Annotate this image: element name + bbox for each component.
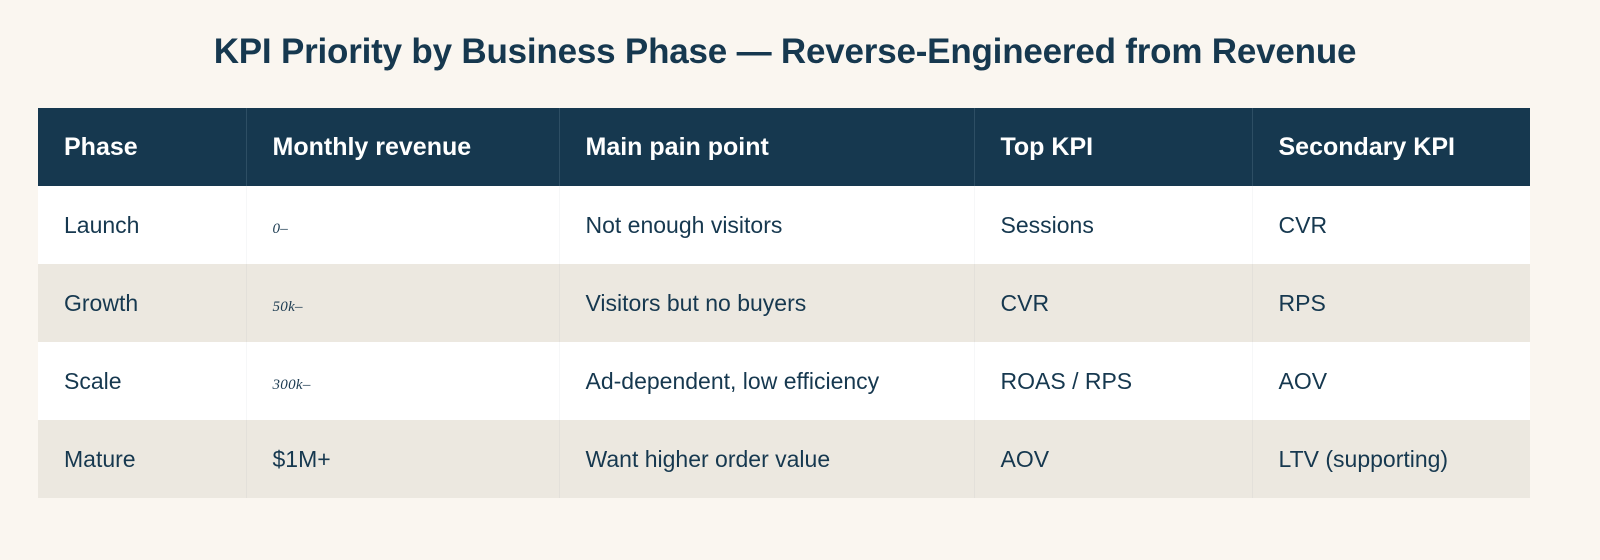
math-fragment: 0– [272,220,289,237]
cell-top-kpi: AOV [974,420,1253,498]
cell-main-pain-point: Visitors but no buyers [559,264,975,342]
cell-top-kpi: CVR [974,264,1253,342]
cell-main-pain-point: Want higher order value [559,420,975,498]
cell-monthly-revenue: 50k– [246,264,560,342]
table-header: Phase Monthly revenue Main pain point To… [38,108,1530,186]
cell-main-pain-point: Not enough visitors [559,186,975,264]
cell-top-kpi: ROAS / RPS [974,342,1253,420]
cell-phase: Launch [38,186,247,264]
column-header-top-kpi: Top KPI [974,108,1253,186]
column-header-secondary-kpi: Secondary KPI [1252,108,1530,186]
cell-secondary-kpi: RPS [1252,264,1530,342]
column-header-monthly-revenue: Monthly revenue [246,108,560,186]
table-body: Launch 0– Not enough visitors Sessions C… [38,186,1530,498]
math-fragment: 50k– [272,298,303,315]
cell-monthly-revenue: 0– [246,186,560,264]
table-row: Scale 300k– Ad-dependent, low efficiency… [38,342,1530,420]
cell-phase: Mature [38,420,247,498]
cell-secondary-kpi: LTV (supporting) [1252,420,1530,498]
cell-phase: Scale [38,342,247,420]
cell-phase: Growth [38,264,247,342]
column-header-phase: Phase [38,108,247,186]
cell-monthly-revenue: 300k– [246,342,560,420]
table-row: Growth 50k– Visitors but no buyers CVR R… [38,264,1530,342]
cell-monthly-revenue: $1M+ [246,420,560,498]
page-title: KPI Priority by Business Phase — Reverse… [213,32,1357,71]
cell-secondary-kpi: CVR [1252,186,1530,264]
table-row: Mature $1M+ Want higher order value AOV … [38,420,1530,498]
cell-top-kpi: Sessions [974,186,1253,264]
kpi-table-container: Phase Monthly revenue Main pain point To… [38,108,1530,498]
column-header-main-pain-point: Main pain point [559,108,975,186]
kpi-priority-table: Phase Monthly revenue Main pain point To… [38,108,1530,498]
table-row: Launch 0– Not enough visitors Sessions C… [38,186,1530,264]
table-header-row: Phase Monthly revenue Main pain point To… [38,108,1530,186]
cell-main-pain-point: Ad-dependent, low efficiency [559,342,975,420]
math-fragment: 300k– [272,376,311,393]
cell-secondary-kpi: AOV [1252,342,1530,420]
